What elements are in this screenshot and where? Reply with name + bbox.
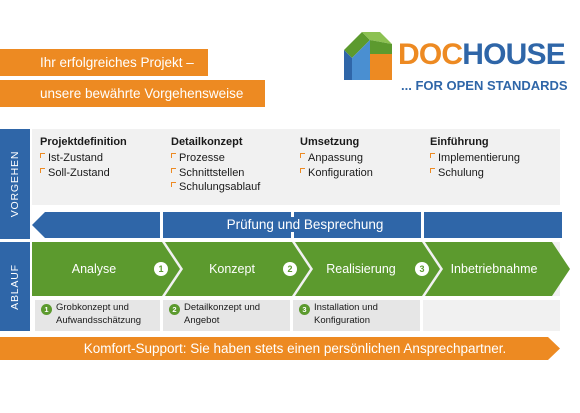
logo-tagline: ... FOR OPEN STANDARDS xyxy=(401,78,568,93)
step-label-analyse: Analyse xyxy=(71,262,117,276)
review-arrow-bar xyxy=(32,212,562,238)
process-chevrons xyxy=(32,242,570,296)
phase-column-umsetzung: Umsetzung Anpassung Konfiguration xyxy=(300,135,426,180)
chevron-inbetriebnahme xyxy=(425,242,570,296)
phase-panel xyxy=(32,129,560,205)
phase-item: Schnittstellen xyxy=(171,166,297,181)
review-label: Prüfung und Besprechung xyxy=(0,212,580,238)
phase-column-detailkonzept: Detailkonzept Prozesse Schnittstellen Sc… xyxy=(171,135,297,195)
step-number-badge: 3 xyxy=(415,262,429,276)
logo-wordmark: DOCHOUSE xyxy=(398,38,566,72)
result-text: Grobkonzept und Aufwandsschätzung xyxy=(56,302,142,326)
side-label-ablauf: ABLAUF xyxy=(0,242,30,331)
phase-item: Anpassung xyxy=(300,151,426,166)
phase-item: Implementierung xyxy=(430,151,556,166)
phase-item: Schulungsablauf xyxy=(171,180,297,195)
result-number-badge: 1 xyxy=(41,304,52,315)
result-number-badge: 3 xyxy=(299,304,310,315)
phase-title: Detailkonzept xyxy=(171,136,243,148)
phase-item: Schulung xyxy=(430,166,556,181)
phase-title: Umsetzung xyxy=(300,136,360,148)
step-label-inbetriebnahme: Inbetriebnahme xyxy=(450,262,538,276)
chevron-realisierung xyxy=(295,242,440,296)
review-label-text: Prüfung und Besprechung xyxy=(225,217,385,232)
result-text: Installation und Konfiguration xyxy=(314,302,378,326)
chevron-analyse xyxy=(32,242,180,296)
result-box: 2 Detailkonzept und Angebot xyxy=(163,300,290,331)
phase-item: Ist-Zustand xyxy=(40,151,166,166)
house-cube-icon xyxy=(344,32,392,80)
side-label-vorgehen: VORGEHEN xyxy=(0,129,30,239)
step-label-konzept: Konzept xyxy=(209,262,255,276)
step-number-badge: 2 xyxy=(283,262,297,276)
result-box: 3 Installation und Konfiguration xyxy=(293,300,420,331)
phase-title: Projektdefinition xyxy=(40,136,127,148)
headline-line-1: Ihr erfolgreiches Projekt – xyxy=(0,49,208,76)
phase-item: Prozesse xyxy=(171,151,297,166)
review-bar-segment xyxy=(424,212,562,238)
result-number-badge: 2 xyxy=(169,304,180,315)
phase-column-einfuehrung: Einführung Implementierung Schulung xyxy=(430,135,556,180)
support-arrow-shape xyxy=(0,337,560,360)
headline-line-2: unsere bewährte Vorgehensweise xyxy=(0,80,265,107)
logo-house-text: HOUSE xyxy=(462,38,565,71)
review-arrow-segment xyxy=(32,212,160,238)
logo-doc-text: DOC xyxy=(398,38,463,71)
result-box-empty xyxy=(423,300,560,331)
support-label: Komfort-Support: Sie haben stets einen p… xyxy=(83,341,507,356)
phase-item: Soll-Zustand xyxy=(40,166,166,181)
step-number-badge: 1 xyxy=(154,262,168,276)
phase-column-projektdefinition: Projektdefinition Ist-Zustand Soll-Zusta… xyxy=(40,135,166,180)
side-label-ablauf-text: ABLAUF xyxy=(9,263,21,310)
chevron-konzept xyxy=(165,242,310,296)
side-label-vorgehen-text: VORGEHEN xyxy=(9,150,21,218)
support-arrow-bar xyxy=(0,337,560,360)
phase-title: Einführung xyxy=(430,136,489,148)
result-box: 1 Grobkonzept und Aufwandsschätzung xyxy=(35,300,160,331)
dochouse-logo: DOCHOUSE ... FOR OPEN STANDARDS xyxy=(340,24,570,104)
result-text: Detailkonzept und Angebot xyxy=(184,302,261,326)
phase-item: Konfiguration xyxy=(300,166,426,181)
step-label-realisierung: Realisierung xyxy=(326,262,396,276)
